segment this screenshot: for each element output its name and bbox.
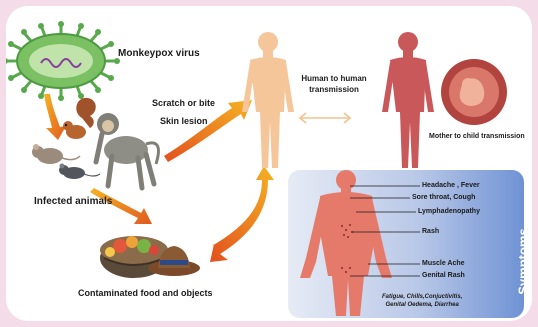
symptom-headache-fever: Headache , Fever bbox=[422, 182, 480, 189]
symptoms-note-line2: Genital Oedema, Diarrhea bbox=[382, 301, 462, 309]
diagram-card: Monkeypox virus Scratch or bite Skin les… bbox=[6, 6, 532, 321]
mother-child-label: Mother to child transmission bbox=[429, 133, 525, 140]
scratch-label: Scratch or bite bbox=[152, 98, 215, 108]
symptom-body-figure bbox=[300, 170, 392, 316]
symptom-genital-rash: Genital Rash bbox=[422, 272, 465, 279]
h2h-label-line2: transmission bbox=[298, 85, 370, 94]
symptoms-note: Fatigue, Chills,Conjuctivitis, Genital O… bbox=[382, 293, 462, 309]
symptom-muscle-ache: Muscle Ache bbox=[422, 260, 465, 267]
contaminated-label: Contaminated food and objects bbox=[78, 288, 213, 298]
virus-label: Monkeypox virus bbox=[118, 48, 200, 59]
infected-animals-label: Infected animals bbox=[34, 196, 112, 207]
skin-lesion-label: Skin lesion bbox=[160, 116, 208, 126]
symptoms-note-line1: Fatigue, Chills,Conjuctivitis, bbox=[382, 293, 462, 301]
symptom-sore-throat-cough: Sore throat, Cough bbox=[412, 194, 475, 201]
symptom-rash: Rash bbox=[422, 228, 439, 235]
h2h-label-line1: Human to human bbox=[298, 74, 370, 83]
symptoms-heading: Symptoms bbox=[516, 228, 531, 294]
symptom-lymphadenopathy: Lymphadenopathy bbox=[418, 208, 480, 215]
